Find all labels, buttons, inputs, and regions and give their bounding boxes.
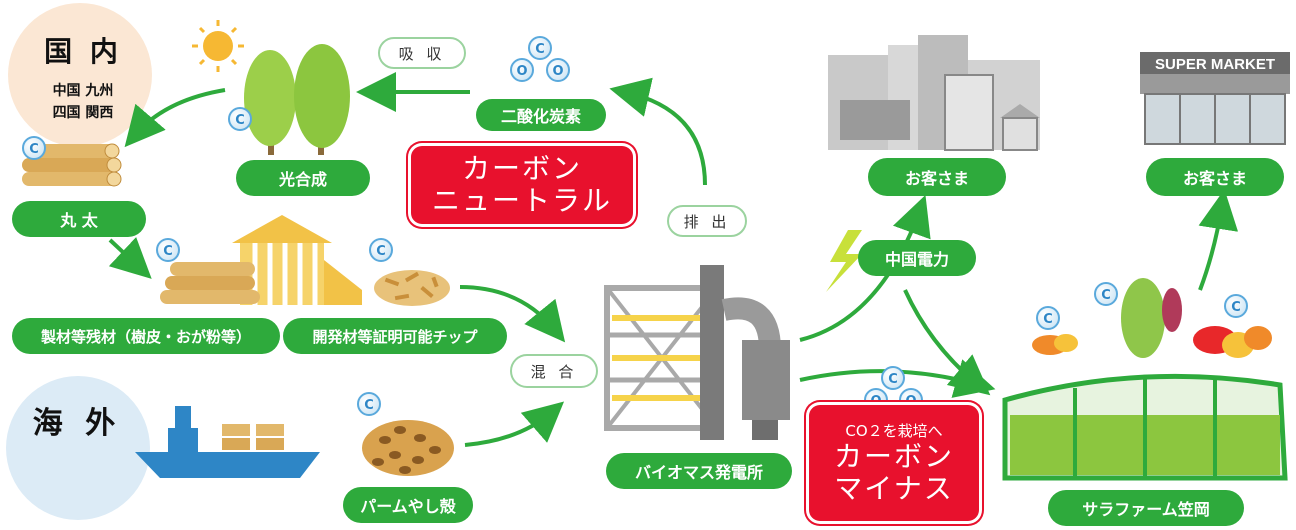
c-marker-icon: C [1224,294,1248,318]
customer-label-1: お客さま [868,158,1006,196]
c-marker-icon: C [228,107,252,131]
greenhouse-icon [1002,373,1288,481]
farm-label: サラファーム笠岡 [1048,490,1244,526]
emit-label: 排 出 [667,205,747,237]
ship-icon [135,406,320,478]
carbon-minus-box: CO２を栽培へ カーボン マイナス [806,402,982,524]
carbon-neutral-line2: ニュートラル [431,184,612,217]
biomass-plant-icon [604,265,790,440]
supermarket-sign: SUPER MARKET [1154,56,1275,73]
svg-text:C: C [376,244,386,259]
c-marker-icon: C [1036,306,1060,330]
svg-text:O: O [870,394,881,409]
wood-chips-icon [374,270,450,306]
biomass-plant-label: バイオマス発電所 [606,453,792,489]
svg-text:C: C [235,113,245,128]
photosynthesis-label: 光合成 [236,160,370,196]
domestic-circle [8,3,152,147]
svg-text:O: O [552,64,563,79]
svg-text:C: C [1231,300,1241,315]
c-marker-icon: C [22,136,46,160]
c-marker-icon: C [369,238,393,262]
supermarket-icon [1140,52,1290,145]
carbon-neutral-line1: カーボン [461,152,582,185]
c-marker-icon: C [1094,282,1118,306]
carbon-minus-line2: マイナス [834,472,954,505]
svg-text:C: C [29,142,39,157]
overseas-circle [6,376,150,520]
carbon-minus-sub: CO２を栽培へ [845,422,943,440]
carbon-markers: C C C C C C C C [22,107,1248,416]
office-buildings-icon [828,35,1040,151]
logs-icon [22,143,122,187]
sun-icon [192,20,244,72]
svg-text:C: C [888,372,898,387]
svg-text:C: C [364,398,374,413]
chugoku-power-label: 中国電力 [858,240,976,276]
overseas-title: 海 外 [32,406,122,441]
co2-label: 二酸化炭素 [476,99,606,131]
svg-text:C: C [1101,288,1111,303]
domestic-regions-line2: 四国 関西 [52,105,114,121]
logs-label: 丸 太 [12,201,146,237]
domestic-regions-line1: 中国 九州 [52,83,114,99]
customer-label-2: お客さま [1146,158,1284,196]
certified-chip-label: 開発材等証明可能チップ [283,318,507,354]
lightning-icon [826,230,862,292]
co2-molecule-icon: C O O [510,36,570,82]
lumber-residue-label: 製材等残材（樹皮・おが粉等） [12,318,280,354]
domestic-title: 国 内 [44,35,122,68]
mix-label: 混 合 [510,354,598,388]
vegetables-icon [1032,278,1272,358]
svg-text:C: C [163,244,173,259]
sawmill-icon [160,215,362,305]
tree-icon [244,44,350,155]
svg-text:O: O [905,394,916,409]
carbon-neutral-box: カーボン ニュートラル [408,143,636,227]
c-marker-icon: C [357,392,381,416]
c-marker-icon: C [156,238,180,262]
svg-text:C: C [1043,312,1053,327]
palm-shell-label: パームやし殻 [343,487,473,523]
svg-text:C: C [535,42,545,57]
absorb-label: 吸 収 [378,37,466,69]
palm-shells-icon [362,420,454,476]
carbon-minus-line1: カーボン [833,440,954,473]
svg-text:O: O [516,64,527,79]
